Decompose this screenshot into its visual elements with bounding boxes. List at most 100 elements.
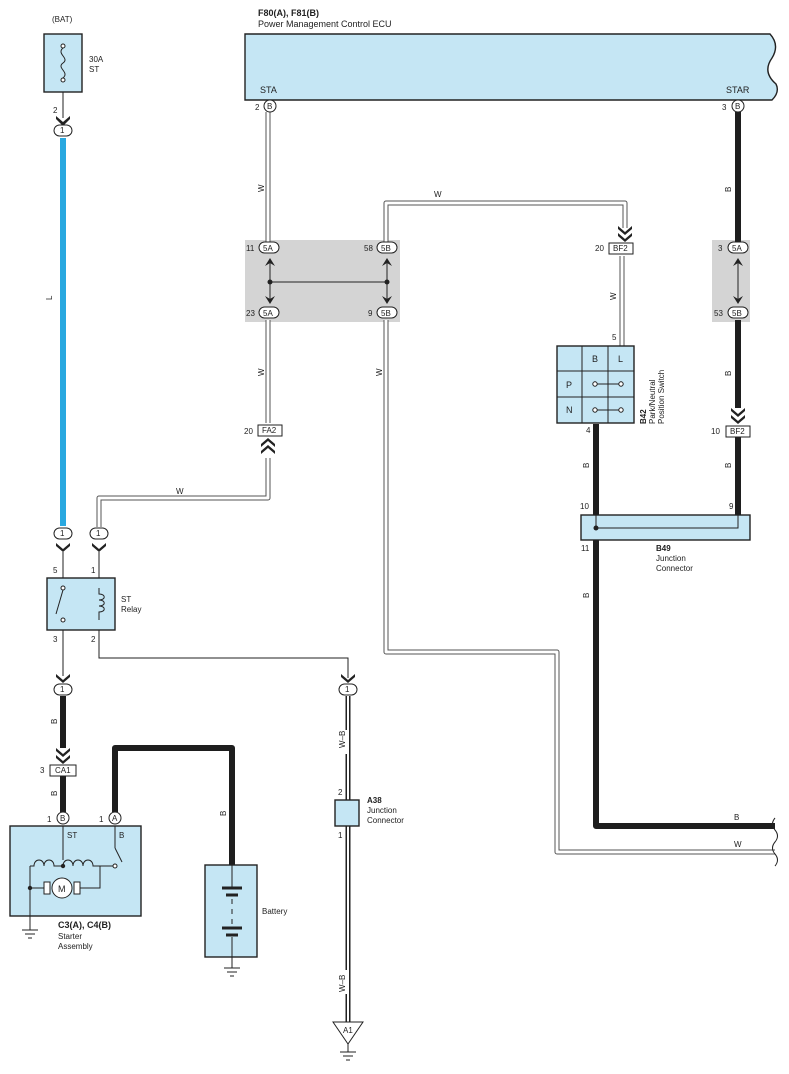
fuse-30a-st: (BAT) 30A ST 2 1 <box>43 15 104 137</box>
b49-name-1: Junction <box>656 554 686 563</box>
a38-code: A38 <box>367 796 382 805</box>
wire-wb-label-top: W–B <box>338 731 347 748</box>
st-relay-terminals: 1 1 <box>53 527 109 578</box>
battery: Battery <box>204 864 287 977</box>
wire-w-fa2-relay: W <box>96 458 271 527</box>
svg-text:20: 20 <box>595 244 604 253</box>
power-management-ecu: F80(A), F81(B) Power Management Control … <box>244 8 779 101</box>
wire-w-23-label: W <box>257 368 266 376</box>
svg-text:M: M <box>58 884 66 894</box>
wire-l: L <box>45 138 66 526</box>
wire-b-star: B <box>724 112 741 242</box>
wire-relay-2-out <box>98 630 349 678</box>
svg-text:5B: 5B <box>381 244 391 253</box>
wire-w-fa2-label: W <box>176 487 184 496</box>
svg-text:5A: 5A <box>263 309 273 318</box>
svg-text:3: 3 <box>40 766 45 775</box>
svg-text:23: 23 <box>246 309 255 318</box>
wire-b-bf2-label: B <box>724 463 733 468</box>
wire-w-sta: W <box>257 112 271 242</box>
svg-text:4: 4 <box>586 426 591 435</box>
connector-ca1: 3 CA1 <box>40 748 77 777</box>
wire-continuation-marks <box>772 817 778 867</box>
svg-text:9: 9 <box>729 502 734 511</box>
wire-w-bf2-label: W <box>609 292 618 300</box>
svg-text:5: 5 <box>53 566 58 575</box>
connector-fa2: 20 FA2 <box>244 424 283 454</box>
fuse-name: ST <box>89 65 99 74</box>
svg-text:3: 3 <box>53 635 58 644</box>
wire-b-starter-battery: B <box>112 745 235 865</box>
wire-b-pns-b49: B <box>582 424 599 515</box>
svg-text:1: 1 <box>338 831 343 840</box>
svg-text:1: 1 <box>47 815 52 824</box>
svg-text:1: 1 <box>60 529 65 538</box>
starter-assembly: 1 B 1 A ST B M C3(A), C4(B) Starter Asse… <box>9 811 142 951</box>
ecu-sta-terminal: 2 B <box>255 99 277 113</box>
junction-connector-b49: 10 9 11 B49 Junction Connector <box>580 502 751 573</box>
wire-b-right-label: B <box>734 813 739 822</box>
svg-text:FA2: FA2 <box>262 426 277 435</box>
svg-text:A: A <box>112 814 118 823</box>
svg-text:5: 5 <box>612 333 617 342</box>
wire-w-58-bf2: W <box>383 190 628 242</box>
relay-name-2: Relay <box>121 605 141 614</box>
svg-text:3: 3 <box>722 103 727 112</box>
wire-b-b49-label: B <box>582 593 591 598</box>
wire-w-58-label: W <box>434 190 442 199</box>
svg-text:BF2: BF2 <box>613 244 628 253</box>
svg-text:2: 2 <box>91 635 96 644</box>
svg-text:5B: 5B <box>381 309 391 318</box>
svg-text:2: 2 <box>53 106 58 115</box>
svg-text:20: 20 <box>244 427 253 436</box>
svg-text:1: 1 <box>60 126 65 135</box>
wire-w-9-right: W W <box>375 320 775 855</box>
connector-bf2-bottom: 10 BF2 <box>711 408 751 438</box>
svg-text:B: B <box>60 814 65 823</box>
svg-text:B: B <box>592 354 598 364</box>
svg-text:2: 2 <box>255 103 260 112</box>
svg-text:P: P <box>566 380 572 390</box>
jb5-pin-23: 23 5A <box>246 306 280 319</box>
svg-text:5B: 5B <box>732 309 742 318</box>
wire-b-relay-label: B <box>50 719 59 724</box>
svg-text:9: 9 <box>368 309 373 318</box>
svg-text:B: B <box>267 102 272 111</box>
svg-text:1: 1 <box>99 815 104 824</box>
fuse-bat-label: (BAT) <box>52 15 73 24</box>
svg-text:CA1: CA1 <box>55 766 71 775</box>
wire-b-battery-label: B <box>219 811 228 816</box>
ecu-code: F80(A), F81(B) <box>258 8 319 18</box>
svg-text:58: 58 <box>364 244 373 253</box>
svg-text:1: 1 <box>96 529 101 538</box>
a38-name-2: Connector <box>367 816 404 825</box>
park-neutral-position-switch: 5 B L P N 4 B42 Park/Neutral Position Sw… <box>556 333 666 435</box>
pns-name-1: Park/Neutral <box>648 379 657 424</box>
relay-out-terminals: 1 1 <box>53 674 358 696</box>
wire-w-9-label: W <box>375 368 384 376</box>
starter-name-1: Starter <box>58 932 82 941</box>
starter-name-2: Assembly <box>58 942 93 951</box>
junction-connector-a38: 2 1 A38 Junction Connector <box>334 788 404 840</box>
pns-code: B42 <box>639 409 648 424</box>
wire-w-23-fa2: W <box>257 320 271 423</box>
wire-b-star-label: B <box>724 187 733 192</box>
wire-w-bf2-pns: W <box>609 256 625 346</box>
pns-name-2: Position Switch <box>657 370 666 424</box>
wire-l-label: L <box>45 295 54 300</box>
ecu-star-terminal: 3 B <box>722 99 745 113</box>
wire-wb: W–B W–B <box>338 696 351 1022</box>
jb5-internal <box>265 258 392 304</box>
jb5-pin-11: 11 5A <box>246 241 280 254</box>
svg-text:2: 2 <box>338 788 343 797</box>
a38-name-1: Junction <box>367 806 397 815</box>
b49-name-2: Connector <box>656 564 693 573</box>
svg-text:BF2: BF2 <box>730 427 745 436</box>
ground-a1: A1 <box>332 1021 364 1061</box>
svg-text:53: 53 <box>714 309 723 318</box>
svg-text:5A: 5A <box>732 244 742 253</box>
b49-code: B49 <box>656 544 671 553</box>
svg-text:N: N <box>566 405 573 415</box>
wire-b-53-label: B <box>724 371 733 376</box>
